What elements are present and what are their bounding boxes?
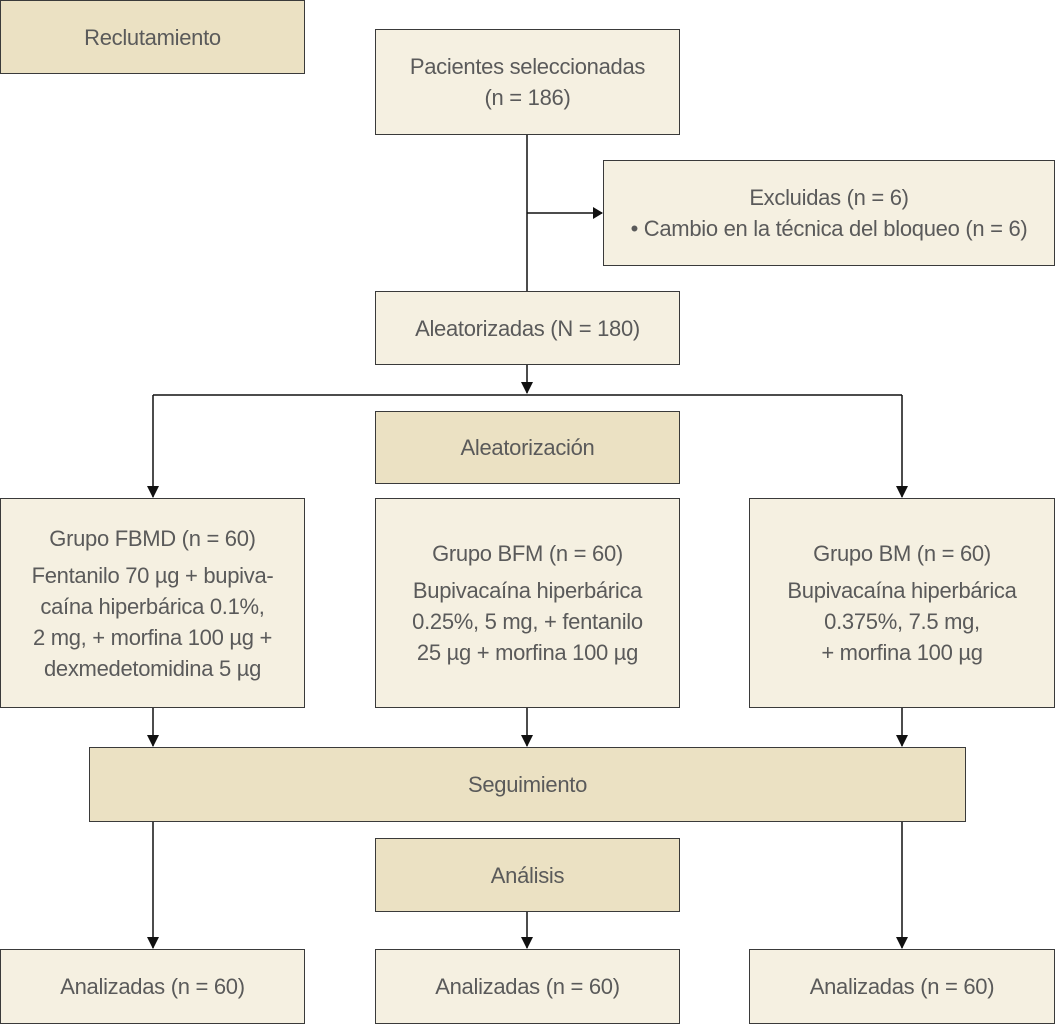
- analyzed-box-1: Analizadas (n = 60): [0, 949, 305, 1024]
- randomized-label: Aleatorizadas (N = 180): [415, 315, 640, 341]
- group-fbmd-box: Grupo FBMD (n = 60) Fentanilo 70 µg + bu…: [0, 498, 305, 708]
- analyzed-box-2: Analizadas (n = 60): [375, 949, 680, 1024]
- group-title: Grupo FBMD (n = 60): [49, 525, 256, 551]
- selected-patients-count: (n = 186): [484, 85, 571, 110]
- stage-recruitment: Reclutamiento: [0, 0, 305, 74]
- analyzed-label: Analizadas (n = 60): [809, 974, 995, 999]
- excluded-label: Excluidas (n = 6): [749, 185, 909, 210]
- group-bfm-box: Grupo BFM (n = 60) Bupivacaína hiperbári…: [375, 498, 680, 708]
- analyzed-label: Analizadas (n = 60): [60, 974, 245, 999]
- group-title: Grupo BM (n = 60): [813, 541, 991, 566]
- selected-patients-box: Pacientes seleccionadas (n = 186): [375, 29, 680, 135]
- excluded-reason: • Cambio en la técnica del bloqueo (n = …: [630, 216, 1028, 241]
- excluded-box: Excluidas (n = 6) • Cambio en la técnica…: [603, 160, 1055, 266]
- group-detail-line: 0.25%, 5 mg, + fentanilo: [412, 609, 643, 634]
- group-detail-line: Bupivacaína hiperbárica: [412, 578, 643, 603]
- group-detail-line: 2 mg, + morfina 100 µg +: [32, 624, 273, 650]
- stage-randomization-label: Aleatorización: [460, 435, 595, 460]
- stage-followup: Seguimiento: [89, 747, 966, 822]
- group-detail-line: 0.375%, 7.5 mg,: [824, 609, 980, 634]
- analyzed-box-3: Analizadas (n = 60): [749, 949, 1055, 1024]
- selected-patients-label: Pacientes seleccionadas: [409, 54, 646, 79]
- stage-recruitment-label: Reclutamiento: [84, 24, 221, 50]
- stage-analysis: Análisis: [375, 838, 680, 912]
- group-detail-line: Bupivacaína hiperbárica: [787, 578, 1017, 603]
- group-detail-line: + morfina 100 µg: [821, 640, 983, 665]
- group-detail-line: 25 µg + morfina 100 µg: [416, 640, 639, 665]
- analyzed-label: Analizadas (n = 60): [435, 974, 620, 999]
- stage-analysis-label: Análisis: [490, 862, 565, 888]
- group-title: Grupo BFM (n = 60): [432, 541, 623, 566]
- group-detail-line: Fentanilo 70 µg + bupiva-: [31, 562, 274, 588]
- group-detail-line: caína hiperbárica 0.1%,: [40, 593, 265, 619]
- group-detail-line: dexmedetomidina 5 µg: [43, 655, 262, 681]
- stage-randomization: Aleatorización: [375, 411, 680, 484]
- randomized-box: Aleatorizadas (N = 180): [375, 291, 680, 365]
- group-bm-box: Grupo BM (n = 60) Bupivacaína hiperbáric…: [749, 498, 1055, 708]
- stage-followup-label: Seguimiento: [468, 772, 587, 797]
